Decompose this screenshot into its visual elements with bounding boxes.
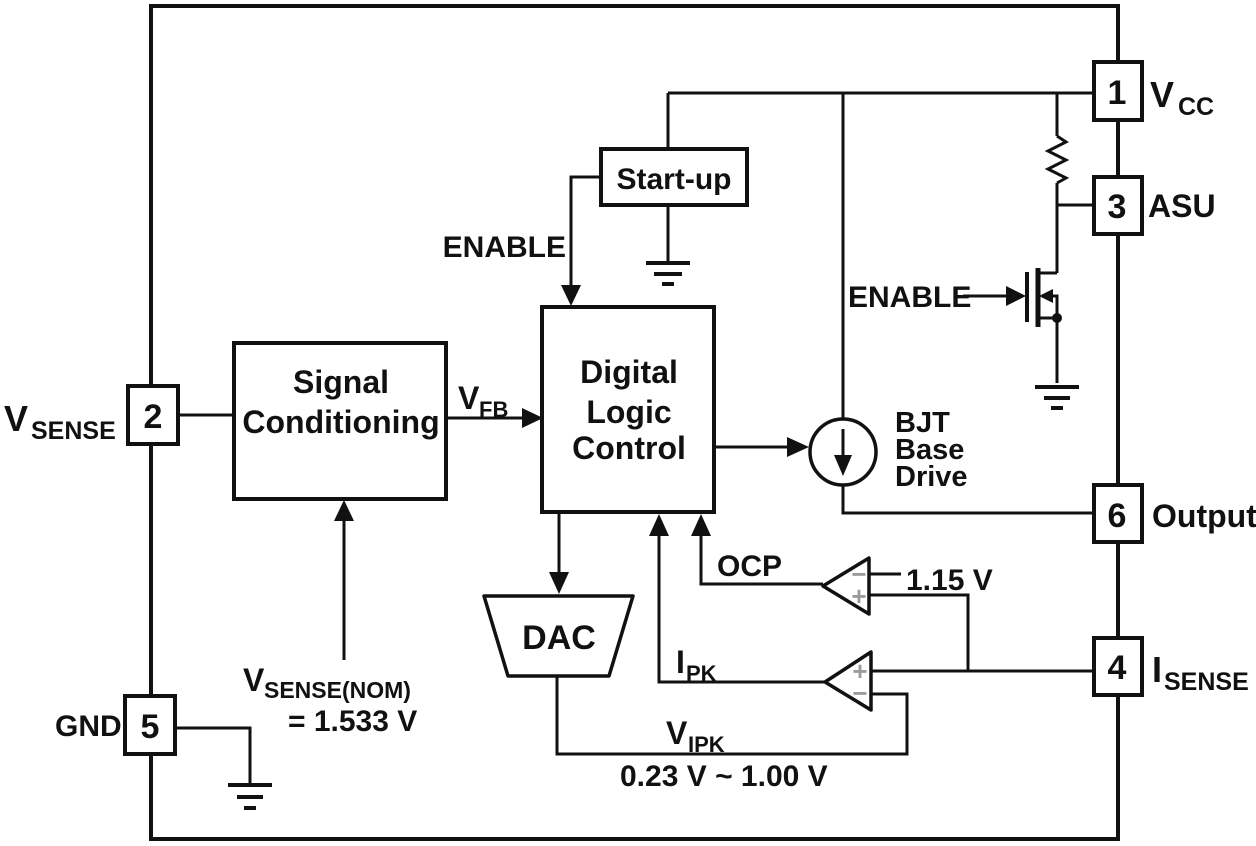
ocp-plus-wire	[869, 593, 970, 671]
asu-resistor	[1044, 134, 1070, 185]
vsense-nom-value: = 1.533 V	[288, 705, 417, 738]
gnd-pin-wire	[176, 726, 252, 783]
signal-conditioning-block: Signal Conditioning	[232, 341, 448, 501]
mosfet-ground-symbol	[1035, 385, 1079, 410]
dac-block: DAC	[482, 594, 635, 678]
dlc-label-line1: Digital	[580, 354, 678, 390]
dlc-label-line2: Logic	[586, 394, 671, 430]
arrowheads	[334, 285, 1026, 594]
enable-asu-label: ENABLE	[848, 281, 971, 314]
vipk-range-label: 0.23 V ~ 1.00 V	[620, 760, 828, 793]
vsense-nom-label-sub: SENSE(NOM)	[264, 677, 411, 703]
ipk-label: I	[676, 644, 685, 680]
signal-conditioning-box	[232, 341, 448, 501]
pin-1-label: V	[1150, 74, 1174, 115]
pin-6-label: Output	[1152, 498, 1256, 534]
vfb-arrowhead	[522, 408, 543, 428]
enable-to-gate-arrowhead	[1006, 286, 1026, 306]
signal-conditioning-label-line2: Conditioning	[242, 404, 439, 440]
ocp-to-dlc-arrowhead	[691, 514, 711, 536]
pin-5-number: 5	[141, 708, 160, 746]
ipk-output-wire	[657, 536, 825, 684]
ipk-comparator: + −	[823, 650, 873, 712]
vsense-nom-label: V	[243, 662, 265, 698]
pin-3-number: 3	[1108, 188, 1127, 226]
pin-1-label-sub: CC	[1178, 93, 1214, 121]
pin-3-asu: 3 ASU	[1092, 175, 1216, 236]
startup-label: Start-up	[617, 163, 732, 196]
bjt-label-line3: Drive	[895, 461, 968, 493]
pin-1-vcc: 1 V CC	[1092, 60, 1214, 122]
ocp-output-wire	[699, 536, 823, 586]
startup-ground-symbol	[646, 261, 690, 286]
digital-logic-control-box	[540, 305, 716, 514]
signal-labels: ENABLE ENABLE V FB OCP I PK V IPK 1.15 V…	[243, 231, 993, 793]
pin-6-box	[1092, 483, 1144, 544]
ocp-plus-sign: +	[851, 581, 866, 611]
vipk-label: V	[666, 715, 688, 751]
startup-block: Start-up	[599, 147, 749, 207]
pin-2-label-sub: SENSE	[31, 417, 116, 445]
vipk-wire	[555, 677, 909, 756]
ipk-label-sub: PK	[686, 661, 717, 686]
asu-mosfet	[1025, 268, 1062, 383]
ocp-comparator: − +	[821, 556, 871, 616]
vipk-label-sub: IPK	[688, 732, 725, 757]
bjt-base-drive-current-source	[808, 417, 878, 487]
pin-2-box	[126, 384, 180, 446]
startup-enable-wire	[569, 175, 601, 285]
ocp-label: OCP	[717, 550, 782, 583]
current-source-arrowhead	[834, 455, 852, 476]
pin-2-number: 2	[144, 398, 163, 436]
ipk-comparator-triangle	[823, 650, 873, 712]
digital-logic-control-block: Digital Logic Control	[540, 305, 716, 514]
ocp-threshold-label: 1.15 V	[906, 564, 993, 597]
wires	[176, 91, 1094, 783]
pin-4-box	[1092, 636, 1144, 697]
pin-5-gnd: 5 GND	[55, 694, 177, 756]
mosfet-source-junction-dot	[1052, 313, 1062, 323]
gnd-pin-ground-symbol	[228, 783, 272, 810]
vfb-label-sub: FB	[479, 397, 508, 422]
startup-box	[599, 147, 749, 207]
pin-1-number: 1	[1108, 74, 1127, 112]
ipk-minus-sign: −	[852, 678, 867, 708]
pin-3-box	[1092, 175, 1144, 236]
dlc-to-base-drive-arrowhead	[787, 437, 809, 457]
pin-3-label: ASU	[1148, 188, 1216, 224]
enable-startup-label: ENABLE	[443, 231, 566, 264]
pin-5-box	[123, 694, 177, 756]
bjt-label-line2: Base	[895, 434, 964, 466]
bjt-label-line1: BJT	[895, 407, 950, 439]
pin-2-label: V	[4, 398, 28, 439]
dlc-label-line3: Control	[572, 430, 686, 466]
pin-6-output: 6 Output	[1092, 483, 1256, 544]
signal-conditioning-label-line1: Signal	[293, 364, 389, 400]
mosfet-body-arrow	[1039, 289, 1053, 303]
base-drive-to-output-wire	[841, 485, 1094, 515]
pin-1-box	[1092, 60, 1144, 122]
pin-4-isense: 4 I SENSE	[1092, 636, 1249, 697]
pin-4-label-sub: SENSE	[1164, 668, 1249, 696]
ocp-minus-sign: −	[851, 559, 866, 589]
pin-2-vsense: 2 V SENSE	[4, 384, 180, 446]
pin-4-number: 4	[1108, 649, 1127, 687]
dac-trapezoid	[482, 594, 635, 678]
dlc-to-dac-arrowhead	[549, 572, 569, 594]
ocp-comparator-triangle	[821, 556, 871, 616]
vsense-nom-arrowhead	[334, 500, 354, 521]
ipk-to-dlc-arrowhead	[649, 514, 669, 536]
bjt-base-drive-label: BJT Base Drive	[895, 407, 968, 493]
pin-4-label: I	[1152, 649, 1162, 690]
ipk-plus-sign: +	[852, 656, 867, 686]
pin-5-label: GND	[55, 710, 122, 743]
enable-to-dlc-arrowhead	[561, 285, 581, 306]
vfb-label: V	[458, 380, 480, 416]
pin-6-number: 6	[1108, 497, 1127, 535]
dac-label: DAC	[522, 619, 596, 657]
